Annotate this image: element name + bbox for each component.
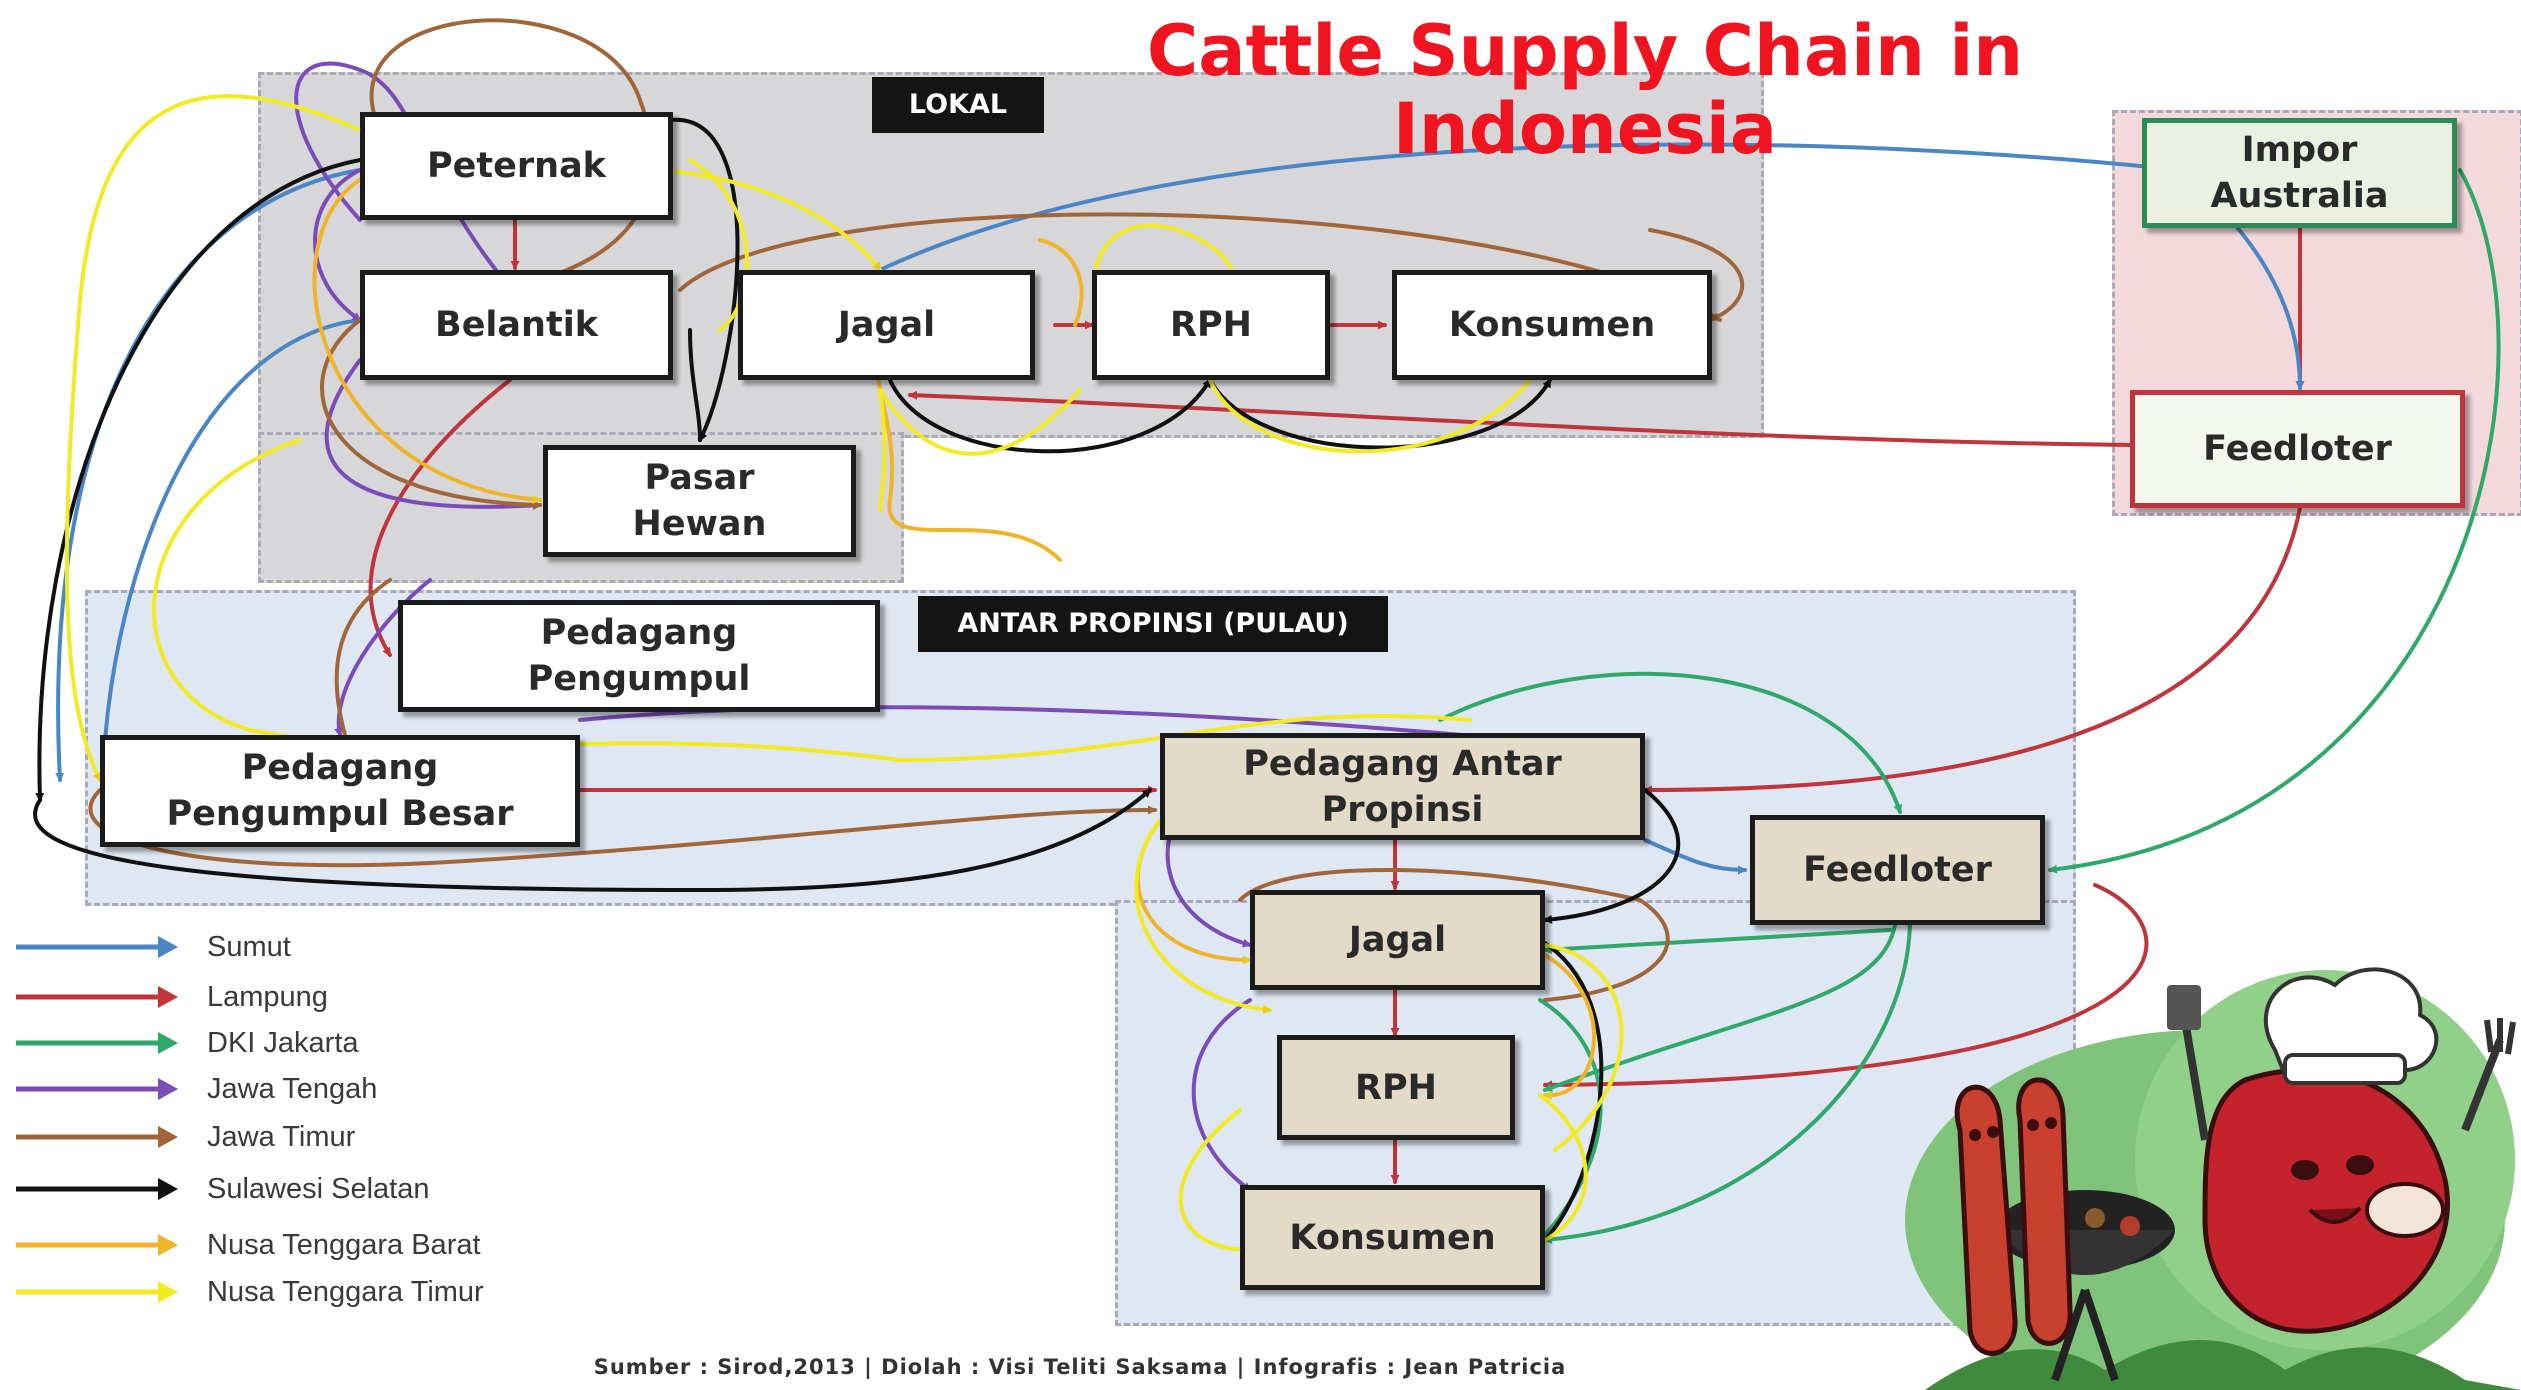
legend-label: DKI Jakarta [207, 1027, 359, 1059]
node-belantik: Belantik [360, 270, 673, 380]
legend-item: Sulawesi Selatan [12, 1172, 572, 1208]
legend-item: Nusa Tenggara Barat [12, 1228, 572, 1264]
legend-item: Jawa Tengah [12, 1072, 572, 1108]
node-konsumen-lokal: Konsumen [1392, 270, 1712, 380]
legend-label: Nusa Tenggara Timur [207, 1276, 484, 1308]
legend-item: Lampung [12, 980, 572, 1016]
legend-arrow [16, 936, 178, 958]
legend-arrow [16, 1032, 178, 1054]
node-pedagang-pengumpul-besar: Pedagang Pengumpul Besar [100, 735, 580, 847]
node-impor-australia: Impor Australia [2142, 118, 2457, 228]
legend-item: Nusa Tenggara Timur [12, 1275, 572, 1311]
node-jagal-antar: Jagal [1250, 890, 1545, 990]
legend-item: Sumut [12, 930, 572, 966]
node-peternak: Peternak [360, 112, 673, 220]
legend-label: Jawa Timur [207, 1121, 356, 1153]
legend-arrow [16, 1078, 178, 1100]
source-credit: Sumber : Sirod,2013 | Diolah : Visi Teli… [593, 1355, 1567, 1379]
legend-item: DKI Jakarta [12, 1026, 572, 1062]
node-jagal-lokal: Jagal [738, 270, 1035, 380]
legend-item: Jawa Timur [12, 1120, 572, 1156]
legend-arrow [16, 986, 178, 1008]
node-konsumen-antar: Konsumen [1240, 1185, 1545, 1290]
legend-arrow [16, 1234, 178, 1256]
legend-label: Sulawesi Selatan [207, 1173, 430, 1205]
node-feedloter-impor: Feedloter [2130, 390, 2465, 508]
legend-arrow [16, 1126, 178, 1148]
legend-arrow [16, 1281, 178, 1303]
node-feedloter-antar: Feedloter [1750, 815, 2045, 925]
region-label-lokal: LOKAL [872, 77, 1044, 133]
legend-label: Jawa Tengah [207, 1073, 378, 1105]
legend-label: Nusa Tenggara Barat [207, 1229, 481, 1261]
node-pasar-hewan: Pasar Hewan [543, 445, 856, 557]
meat-chef-mascot-illustration [1905, 967, 2521, 1390]
diagram-title: Cattle Supply Chain in Indonesia [1146, 10, 2024, 170]
node-rph-lokal: RPH [1092, 270, 1330, 380]
legend-label: Sumut [207, 931, 291, 963]
node-pedagang-antar-propinsi: Pedagang Antar Propinsi [1160, 733, 1645, 840]
node-rph-antar: RPH [1277, 1035, 1515, 1140]
legend-arrow [16, 1178, 178, 1200]
region-label-antar-propinsi: ANTAR PROPINSI (PULAU) [918, 596, 1388, 652]
node-pedagang-pengumpul: Pedagang Pengumpul [398, 600, 880, 712]
legend-label: Lampung [207, 981, 328, 1013]
